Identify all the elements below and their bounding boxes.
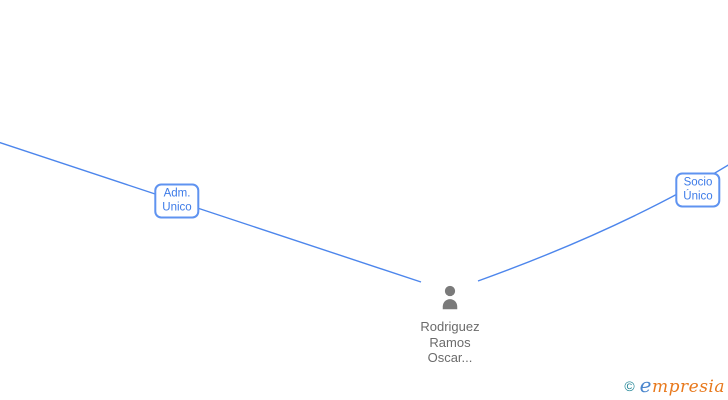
edge-label-line: Socio [683, 176, 713, 189]
edge-label-socio-unico[interactable]: Socio Único [675, 172, 721, 208]
copyright-icon: © [624, 378, 635, 394]
empresia-brand-text: empresia [640, 375, 725, 397]
edge-label-adm-unico[interactable]: Adm. Unico [154, 183, 200, 219]
person-node[interactable]: Rodriguez Ramos Oscar... [385, 283, 515, 366]
empresia-watermark: © empresia [624, 375, 725, 397]
brand-rest: mpresia [652, 377, 725, 397]
edge-label-line: Adm. [163, 187, 191, 200]
edge-label-line: Unico [162, 201, 192, 213]
edge-label-line: Único [683, 190, 713, 202]
person-name-line: Ramos [429, 334, 471, 350]
person-name: Rodriguez Ramos Oscar... [420, 319, 479, 366]
person-name-line: Rodriguez [420, 319, 480, 334]
person-icon [442, 285, 458, 310]
brand-initial: e [639, 373, 652, 397]
person-name-line: Oscar... [427, 350, 473, 365]
edge-adm-unico-line [0, 141, 422, 283]
